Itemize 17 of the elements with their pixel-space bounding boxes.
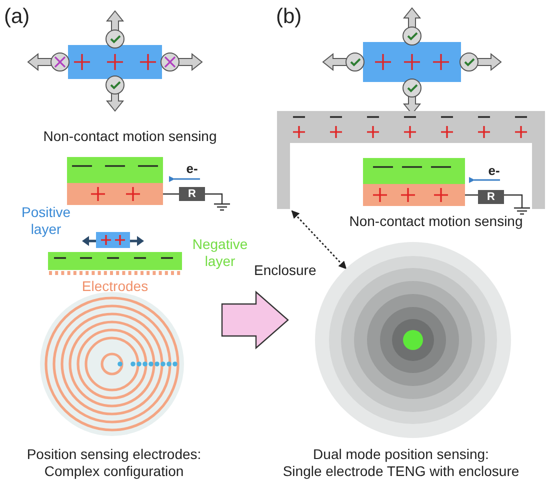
enclosure-label: Enclosure xyxy=(254,262,318,279)
layer-label: Negative layer xyxy=(191,236,249,270)
electrode-label: Electrodes xyxy=(80,278,150,295)
resistor-box: R xyxy=(179,187,205,201)
caption: Dual mode position sensing: Single electrode TENG with enclosure xyxy=(282,446,520,480)
panel-label: (b) xyxy=(276,4,303,30)
leader-line xyxy=(291,210,347,270)
electron-label: e- xyxy=(487,163,501,179)
resistor-box: R xyxy=(478,190,504,204)
enclosure-frame xyxy=(277,111,545,209)
electron-label: e- xyxy=(185,161,199,177)
panel-label: (a) xyxy=(4,4,31,30)
caption: Non-contact motion sensing xyxy=(42,128,218,145)
concentric-disc xyxy=(315,242,511,438)
caption: Position sensing electrodes: Complex configuration xyxy=(26,446,202,480)
caption: Non-contact motion sensing xyxy=(348,213,524,230)
layer-label: Positive layer xyxy=(20,204,72,238)
